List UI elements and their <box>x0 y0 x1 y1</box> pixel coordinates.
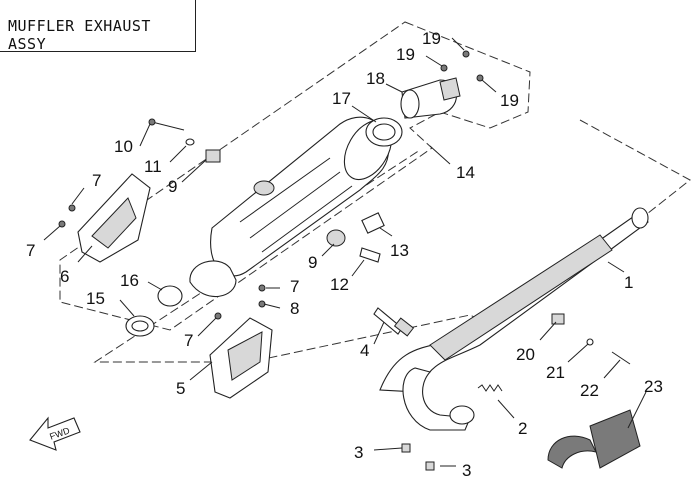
callout-19a: 19 <box>422 29 441 48</box>
callout-17: 17 <box>332 89 351 108</box>
spring-2 <box>477 384 503 392</box>
leader-lines <box>43 37 647 467</box>
callout-18: 18 <box>366 69 385 88</box>
callout-10: 10 <box>114 137 133 156</box>
callout-14: 14 <box>456 163 475 182</box>
bolts-3 <box>401 443 435 471</box>
callout-11: 11 <box>144 157 162 176</box>
gasket-17 <box>365 117 403 147</box>
callout-7a: 7 <box>92 171 101 190</box>
exhaust-pipe-1 <box>379 207 649 431</box>
heat-shield-5 <box>209 317 273 399</box>
bracket-6 <box>77 173 151 263</box>
gasket-16 <box>157 285 183 307</box>
callout-13: 13 <box>390 241 409 260</box>
callout-7b: 7 <box>26 241 35 260</box>
callout-6: 6 <box>60 267 69 286</box>
callout-7d: 7 <box>184 331 193 350</box>
callout-7c: 7 <box>290 277 299 296</box>
clamp-15 <box>125 315 155 337</box>
callout-22: 22 <box>580 381 599 400</box>
oxygen-sensor-4 <box>373 307 415 337</box>
callout-3b: 3 <box>462 461 471 480</box>
callout-3a: 3 <box>354 443 363 462</box>
callout-12: 12 <box>330 275 349 294</box>
group-outline-pipe <box>93 119 691 363</box>
callout-19b: 19 <box>396 45 415 64</box>
callout-21: 21 <box>546 363 565 382</box>
callout-20: 20 <box>516 345 535 364</box>
callout-1: 1 <box>624 273 633 292</box>
callout-9b: 9 <box>308 253 317 272</box>
callout-labels: 1 2 3 3 4 5 6 7 7 7 7 8 9 9 10 11 12 13 … <box>26 29 663 480</box>
callout-15: 15 <box>86 289 105 308</box>
muffler-body <box>189 116 393 298</box>
tailpipe-18 <box>400 77 461 119</box>
callout-8: 8 <box>290 299 299 318</box>
title-box: MUFFLER EXHAUST ASSY <box>0 0 196 53</box>
callout-19c: 19 <box>500 91 519 110</box>
callout-9a: 9 <box>168 177 177 196</box>
callout-2: 2 <box>518 419 527 438</box>
hanger-23 <box>547 409 641 469</box>
group-outline-muffler <box>59 21 531 331</box>
callout-4: 4 <box>360 341 369 360</box>
callout-16: 16 <box>120 271 139 290</box>
diagram-title: MUFFLER EXHAUST ASSY <box>8 17 151 53</box>
callout-5: 5 <box>176 379 185 398</box>
fwd-arrow: FWD <box>29 416 81 451</box>
callout-23: 23 <box>644 377 663 396</box>
small-fasteners <box>58 50 631 365</box>
